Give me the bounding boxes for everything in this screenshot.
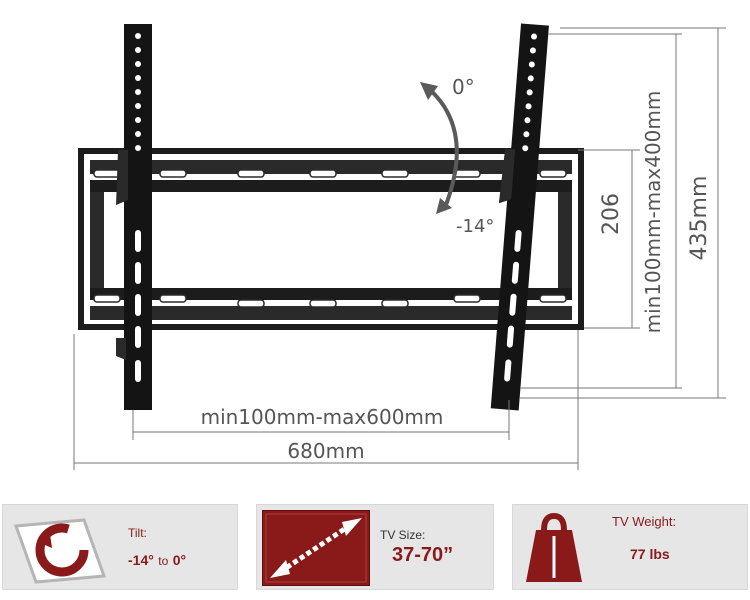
dimension-lines xyxy=(73,27,726,470)
tilt-from: -14° xyxy=(128,552,154,568)
tilt-to-word: to xyxy=(158,554,169,568)
tilt-label: Tilt: xyxy=(128,526,147,540)
tv-size-panel: TV Size: 37-70” xyxy=(256,504,494,590)
tilt-to: 0° xyxy=(172,552,187,568)
vesa-height-label: min100mm-max400mm xyxy=(641,91,665,334)
overall-height-label: 435mm xyxy=(687,176,712,261)
overall-width-label: 680mm xyxy=(287,439,364,463)
tilt-top-label: 0° xyxy=(452,75,475,99)
tilt-bottom-label: -14° xyxy=(456,216,494,237)
tilt-arc-arrow xyxy=(420,82,459,214)
tv-size-value: 37-70” xyxy=(392,544,454,566)
tilt-panel: Tilt: -14° to 0° xyxy=(2,504,238,590)
left-tv-arm xyxy=(116,24,152,410)
mount-diagram: 0° -14° min100mm-max600mm 680mm 206 min1… xyxy=(73,23,726,470)
inner-height-label: 206 xyxy=(599,193,624,235)
tv-size-label: TV Size: xyxy=(380,528,426,542)
tv-weight-label: TV Weight: xyxy=(612,514,677,529)
right-tv-arm xyxy=(490,23,549,411)
weight-icon xyxy=(526,512,582,582)
tilt-value: -14° to 0° xyxy=(128,552,186,570)
tv-size-icon xyxy=(262,510,370,586)
tv-weight-panel: TV Weight: 77 lbs xyxy=(512,504,748,590)
vesa-width-label: min100mm-max600mm xyxy=(201,405,444,429)
tv-weight-value: 77 lbs xyxy=(630,546,670,562)
tilt-icon xyxy=(13,518,107,584)
wall-plate xyxy=(78,148,584,330)
